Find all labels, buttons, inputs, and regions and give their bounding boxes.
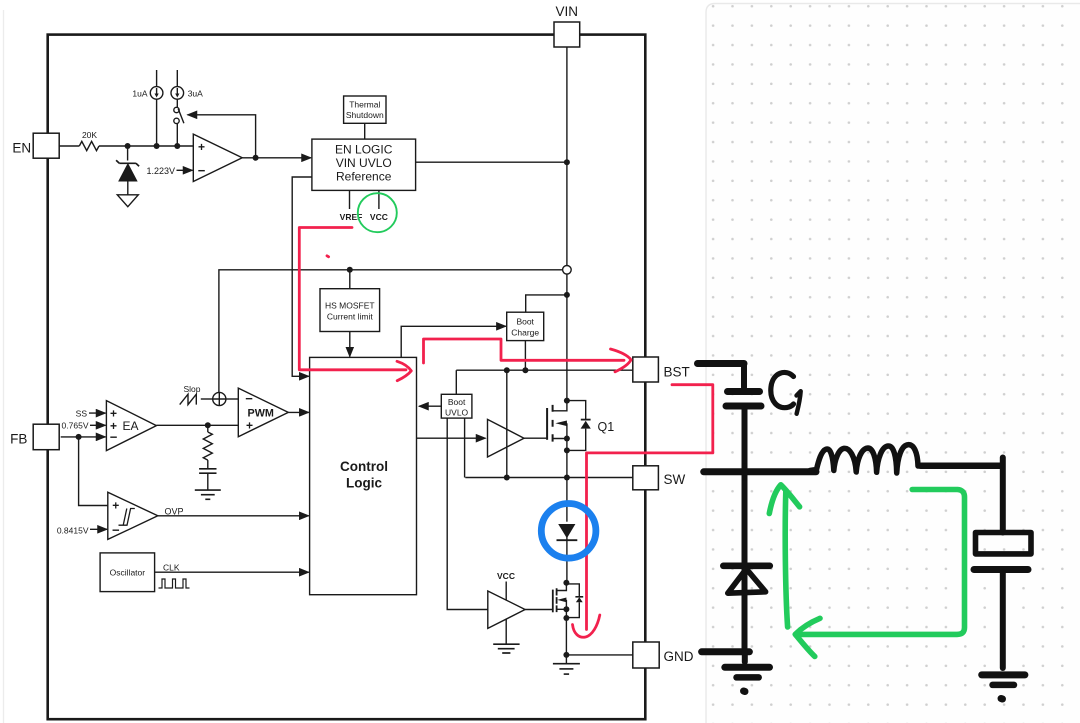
svg-text:BST: BST	[664, 365, 690, 380]
svg-text:SS: SS	[76, 409, 88, 419]
svg-text:VIN UVLO: VIN UVLO	[336, 156, 392, 170]
svg-text:OVP: OVP	[165, 507, 184, 517]
svg-text:EN LOGIC: EN LOGIC	[335, 143, 393, 157]
svg-text:Reference: Reference	[336, 170, 392, 184]
svg-text:+: +	[246, 419, 253, 433]
svg-text:CLK: CLK	[163, 563, 180, 573]
svg-text:Boot: Boot	[516, 317, 534, 327]
svg-text:−: −	[198, 163, 206, 178]
svg-text:EN: EN	[12, 140, 31, 155]
svg-text:+: +	[110, 407, 117, 421]
svg-text:UVLO: UVLO	[445, 408, 469, 418]
svg-text:−: −	[112, 523, 120, 538]
svg-text:0.765V: 0.765V	[62, 421, 89, 431]
svg-text:Q1: Q1	[598, 420, 615, 434]
svg-text:0.8415V: 0.8415V	[57, 526, 89, 536]
svg-text:VCC: VCC	[497, 571, 515, 581]
svg-text:Logic: Logic	[346, 476, 382, 491]
svg-text:20K: 20K	[82, 130, 97, 140]
svg-text:1uA: 1uA	[132, 89, 147, 99]
svg-text:EA: EA	[123, 419, 139, 433]
svg-text:Slop: Slop	[184, 384, 201, 394]
svg-text:+: +	[198, 140, 205, 154]
svg-text:Shutdown: Shutdown	[346, 110, 384, 120]
svg-text:Oscillator: Oscillator	[110, 568, 146, 578]
svg-text:GND: GND	[664, 649, 694, 664]
svg-text:−: −	[110, 430, 118, 445]
svg-text:PWM: PWM	[248, 408, 274, 420]
svg-text:−: −	[245, 391, 253, 406]
svg-text:3uA: 3uA	[188, 89, 203, 99]
svg-text:SW: SW	[664, 472, 686, 487]
svg-text:VIN: VIN	[556, 4, 579, 19]
svg-text:Charge: Charge	[511, 328, 539, 338]
svg-text:1.223V: 1.223V	[146, 166, 175, 176]
svg-text:Boot: Boot	[448, 397, 466, 407]
svg-text:Current limit: Current limit	[327, 312, 373, 322]
svg-text:FB: FB	[10, 432, 27, 447]
svg-text:VREF: VREF	[340, 212, 363, 222]
svg-text:+: +	[110, 419, 117, 433]
svg-text:Control: Control	[340, 459, 388, 474]
svg-text:HS MOSFET: HS MOSFET	[325, 301, 375, 311]
svg-text:Thermal: Thermal	[349, 100, 380, 110]
svg-text:+: +	[112, 499, 119, 513]
svg-text:VCC: VCC	[370, 212, 388, 222]
